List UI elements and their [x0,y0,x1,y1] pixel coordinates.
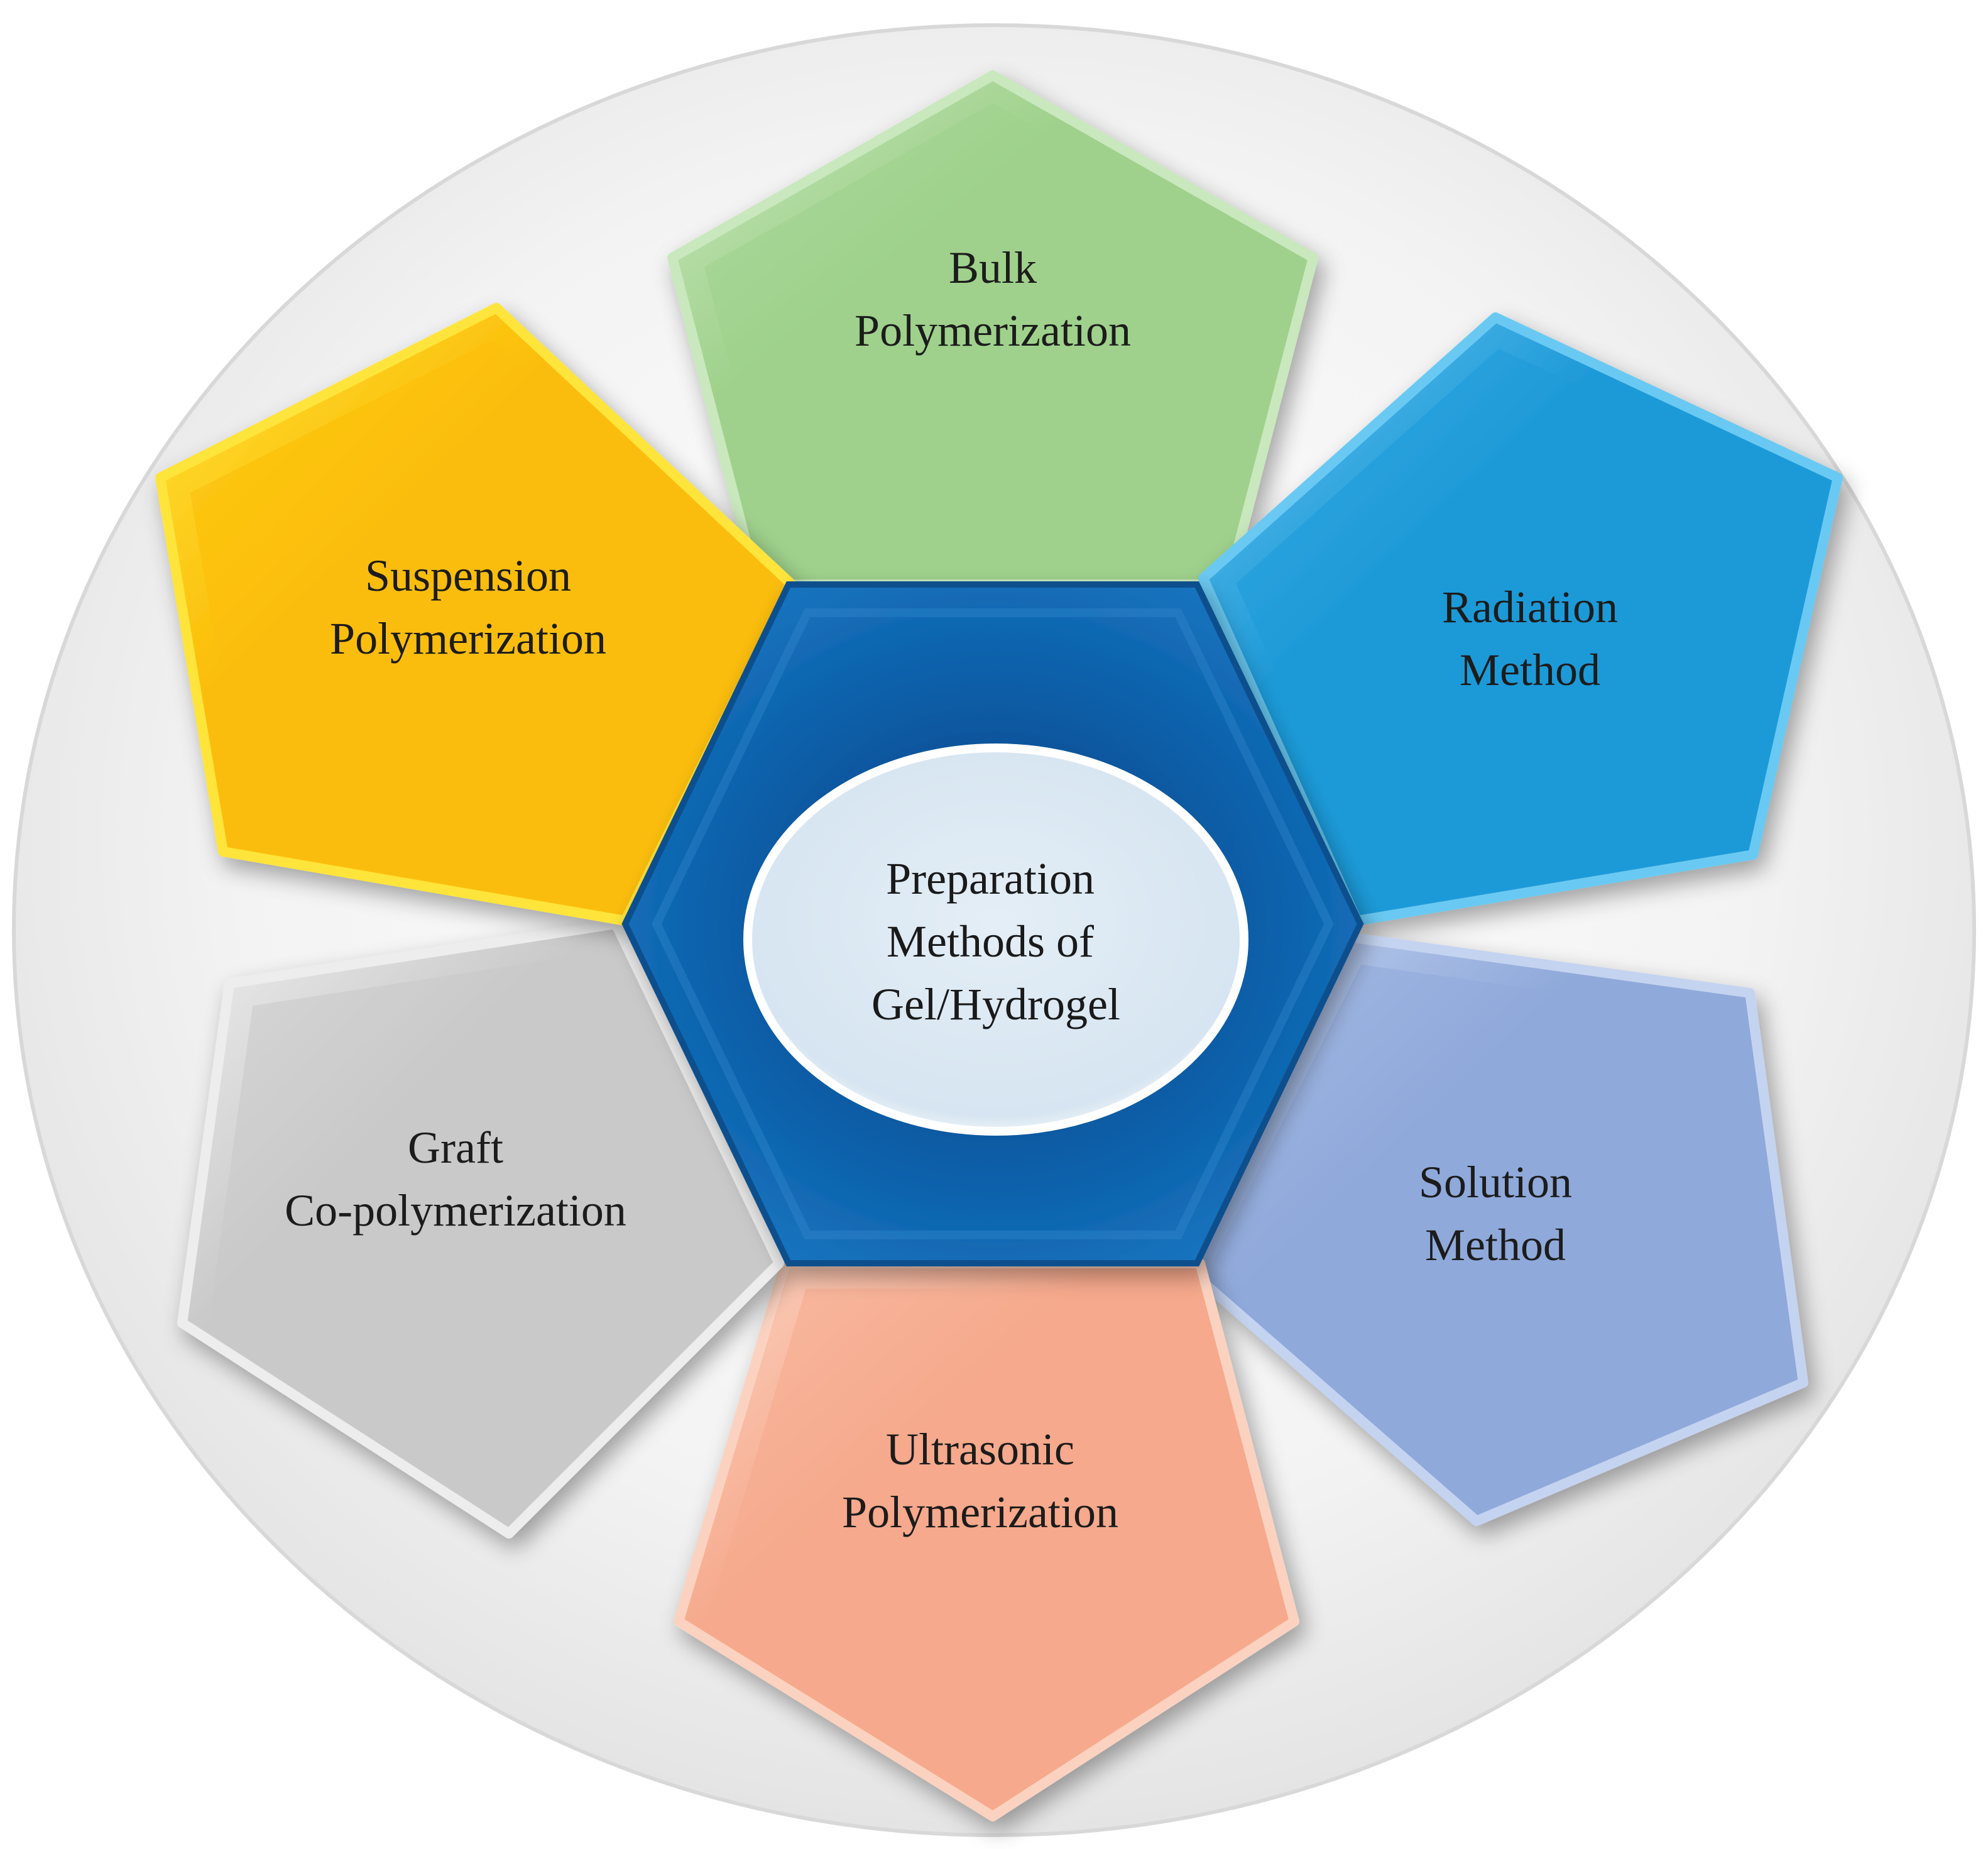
pentagon-face-graft [210,952,748,1501]
center-label-line-2: Methods of [887,916,1094,967]
pentagon-face-suspension [190,340,759,892]
center-label: Preparation Methods of Gel/Hydrogel [871,853,1120,1029]
label-bulk-line-2: Polymerization [855,305,1131,356]
center-hexagon-inner [652,608,1334,1239]
label-graft-line-1: Graft [408,1122,503,1173]
pentagon-face-solution [1214,965,1774,1491]
pentagon-face-bulk [704,103,1281,561]
label-suspension-line-1: Suspension [365,551,571,601]
pentagon-face-ultrasonic [709,1288,1264,1787]
center-ellipse [743,743,1248,1136]
label-suspension-line-2: Polymerization [330,613,606,664]
pentagon-face-radiation [1235,348,1807,892]
center-label-line-3: Gel/Hydrogel [871,979,1120,1029]
center-label-line-1: Preparation [886,853,1095,904]
label-solution-line-1: Solution [1419,1157,1572,1207]
label-radiation-line-1: Radiation [1442,582,1618,632]
label-solution-line-2: Method [1425,1220,1566,1270]
label-ultrasonic-line-2: Polymerization [842,1487,1118,1537]
label-graft-line-2: Co-polymerization [285,1185,626,1236]
label-ultrasonic-line-1: Ultrasonic [886,1424,1074,1474]
label-bulk-line-1: Bulk [949,243,1037,293]
label-radiation-line-2: Method [1460,645,1600,695]
